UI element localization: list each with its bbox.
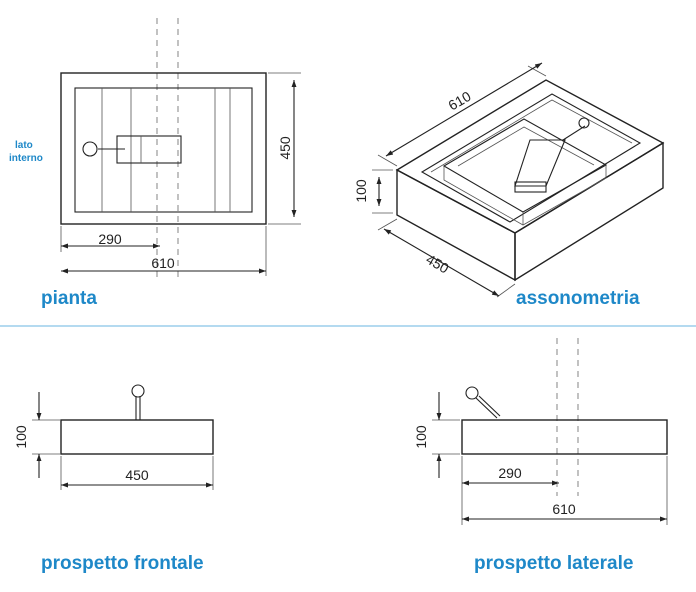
front-title: prospetto frontale bbox=[41, 553, 204, 574]
side-dimension-height: 100 bbox=[413, 392, 460, 478]
plan-view: lato interno 450 290 610 pianta bbox=[9, 18, 301, 309]
side-title: prospetto laterale bbox=[474, 553, 633, 574]
plan-side-note-line2: interno bbox=[9, 153, 43, 164]
plan-side-note-line1: lato bbox=[15, 140, 33, 151]
axo-dim-length-label: 610 bbox=[445, 88, 473, 114]
front-elevation: 100 450 prospetto frontale bbox=[13, 384, 214, 574]
front-dimension-width: 450 bbox=[60, 456, 214, 490]
plan-dimension-width: 610 bbox=[61, 226, 267, 276]
axo-side-face bbox=[514, 141, 664, 282]
side-dim-height-label: 100 bbox=[413, 425, 429, 449]
axo-dimension-depth: 450 bbox=[377, 218, 516, 298]
axo-faucet-knob bbox=[578, 117, 590, 129]
plan-internal-lines bbox=[101, 88, 231, 212]
plan-dimension-offset: 290 bbox=[60, 226, 160, 252]
front-faucet-knob bbox=[131, 384, 145, 398]
axo-faucet-spout bbox=[514, 139, 566, 187]
basin-inner-outline bbox=[74, 87, 253, 213]
front-basin-outline bbox=[60, 419, 214, 455]
side-dimension-offset: 290 bbox=[461, 456, 559, 525]
side-dim-offset-label: 290 bbox=[498, 465, 522, 481]
front-dim-height-label: 100 bbox=[13, 425, 29, 449]
side-faucet-knob bbox=[465, 386, 479, 400]
side-dimension-width: 610 bbox=[462, 456, 668, 525]
axonometric-view: 610 100 450 assonometria bbox=[353, 62, 665, 309]
side-drain-axis-lines bbox=[556, 338, 579, 496]
axo-title: assonometria bbox=[516, 288, 640, 309]
plan-title: pianta bbox=[41, 288, 97, 309]
front-dimension-height: 100 bbox=[13, 392, 60, 478]
side-basin-outline bbox=[461, 419, 668, 455]
side-elevation: 100 290 610 prospetto laterale bbox=[413, 338, 668, 574]
axo-dim-height-label: 100 bbox=[353, 179, 369, 203]
faucet-plate bbox=[116, 135, 182, 164]
plan-dim-width-label: 610 bbox=[151, 255, 175, 271]
axo-dimension-height: 100 bbox=[353, 169, 393, 214]
drain-axis-lines bbox=[156, 18, 179, 282]
front-dim-width-label: 450 bbox=[125, 467, 149, 483]
side-dim-width-label: 610 bbox=[552, 501, 576, 517]
plan-dimension-height: 450 bbox=[268, 72, 301, 225]
axo-dimension-length: 610 bbox=[377, 62, 547, 167]
basin-outline bbox=[60, 72, 267, 225]
plan-dim-offset-label: 290 bbox=[98, 231, 122, 247]
faucet-knob bbox=[82, 141, 98, 157]
plan-dim-height-label: 450 bbox=[277, 136, 293, 160]
